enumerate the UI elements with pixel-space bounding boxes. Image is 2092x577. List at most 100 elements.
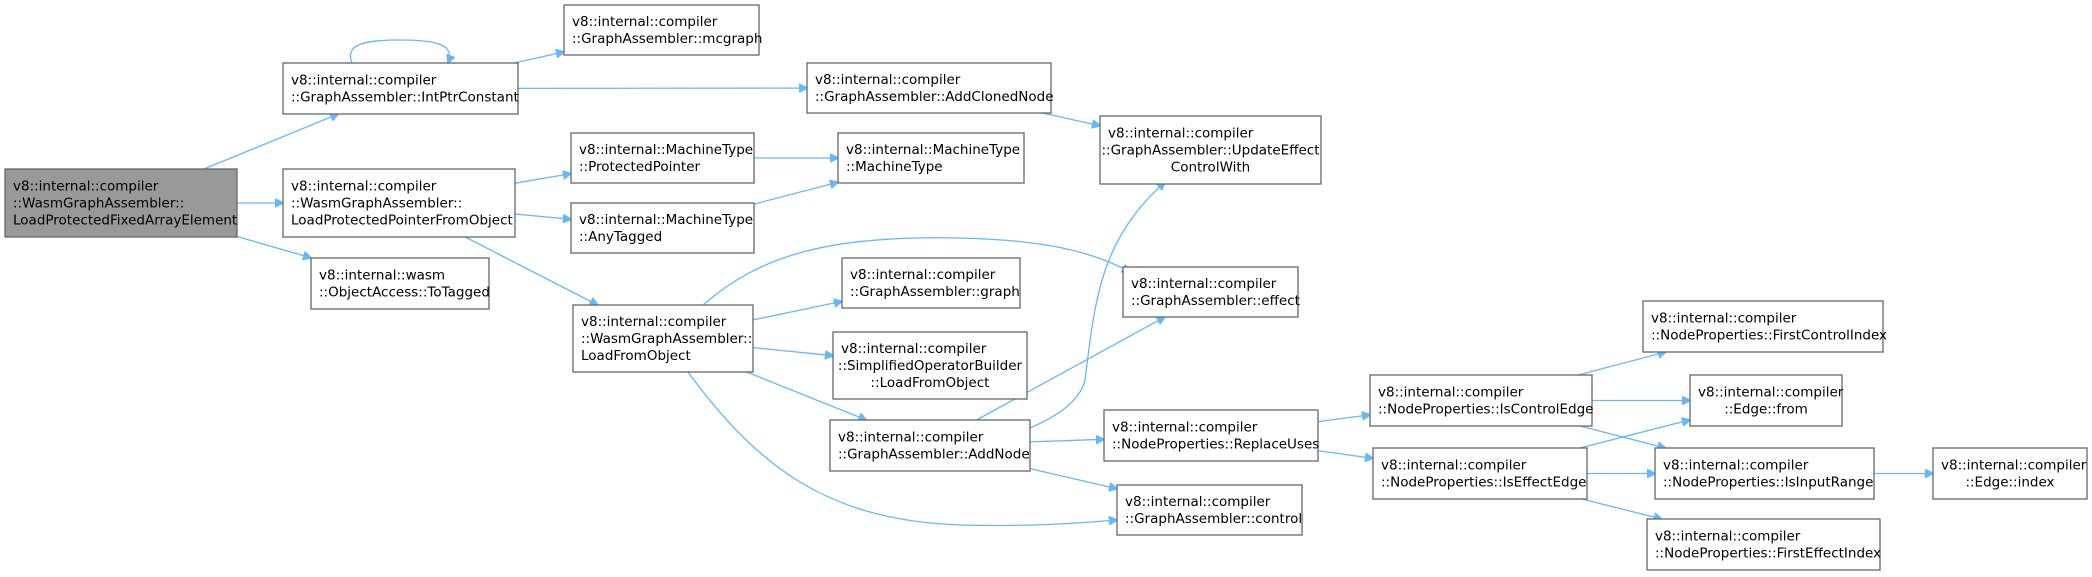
node-label-line: v8::internal::compiler: [1108, 126, 1254, 142]
node-box: [1372, 447, 1588, 500]
node-box: [1646, 518, 1881, 571]
node-label-line: ::NodeProperties::FirstControlIndex: [1651, 328, 1887, 344]
edge-lppfo-to-loadfromobj: [464, 236, 598, 305]
node-box: [1642, 300, 1884, 353]
node-label-line: v8::internal::MachineType: [579, 212, 753, 228]
node-box: [4, 168, 238, 238]
edge-loadfromobj-to-addnode: [746, 371, 867, 420]
node-box: [832, 331, 1028, 400]
edge-addnode-to-replaceuses: [1029, 439, 1104, 442]
node-label-line: LoadProtectedFixedArrayElement: [13, 213, 237, 229]
node-box: [841, 257, 1021, 309]
node-loadfromobj[interactable]: v8::internal::compiler::WasmGraphAssembl…: [572, 304, 754, 373]
node-label-line: v8::internal::compiler: [1655, 529, 1801, 545]
node-label-line: v8::internal::compiler: [841, 341, 987, 357]
node-addnode[interactable]: v8::internal::compiler::GraphAssembler::…: [829, 419, 1031, 472]
node-label-line: ::ProtectedPointer: [579, 159, 701, 175]
node-label-line: ::GraphAssembler::UpdateEffect: [1101, 143, 1319, 159]
node-box: [570, 132, 755, 184]
edge-addcloned-to-updeff: [1042, 112, 1101, 126]
edge-root-to-totagged: [236, 235, 311, 258]
node-box: [1689, 374, 1843, 427]
node-machtype[interactable]: v8::internal::MachineType::MachineType: [837, 132, 1025, 184]
node-box: [310, 257, 490, 310]
node-protptr[interactable]: v8::internal::MachineType::ProtectedPoin…: [570, 132, 755, 184]
node-addcloned[interactable]: v8::internal::compiler::GraphAssembler::…: [806, 62, 1054, 114]
node-control[interactable]: v8::internal::compiler::GraphAssembler::…: [1116, 484, 1303, 536]
edge-loadfromobj-to-effect: [702, 237, 1130, 306]
node-label-line: v8::internal::MachineType: [579, 142, 753, 158]
node-graph[interactable]: v8::internal::compiler::GraphAssembler::…: [841, 257, 1021, 309]
node-label-line: ::GraphAssembler::mcgraph: [572, 31, 762, 47]
node-label-line: ControlWith: [1171, 160, 1250, 176]
node-label-line: v8::internal::compiler: [572, 14, 718, 30]
node-label-line: ::NodeProperties::FirstEffectIndex: [1655, 546, 1881, 562]
node-effect[interactable]: v8::internal::compiler::GraphAssembler::…: [1122, 266, 1300, 318]
node-label-line: ::NodeProperties::IsControlEdge: [1378, 402, 1593, 418]
node-label-line: v8::internal::compiler: [13, 179, 159, 195]
node-box: [1932, 447, 2088, 500]
node-label-line: ::WasmGraphAssembler::: [291, 196, 462, 212]
edge-iseffectedge-to-edgefrom: [1579, 420, 1690, 449]
node-box: [563, 4, 760, 56]
node-label-line: ::Edge::index: [1965, 475, 2054, 491]
node-iscontroledge[interactable]: v8::internal::compiler::NodeProperties::…: [1369, 374, 1593, 427]
node-label-line: v8::internal::compiler: [1381, 458, 1527, 474]
node-label-line: v8::internal::compiler: [1131, 276, 1277, 292]
node-box: [282, 62, 519, 115]
node-label-line: ::Edge::from: [1724, 402, 1808, 418]
node-box: [1654, 447, 1875, 500]
node-label-line: v8::internal::compiler: [850, 267, 996, 283]
node-isinputrange[interactable]: v8::internal::compiler::NodeProperties::…: [1654, 447, 1875, 500]
edge-loadfromobj-to-control: [687, 371, 1117, 527]
node-label-line: v8::internal::compiler: [1941, 458, 2087, 474]
node-box: [282, 168, 516, 238]
node-sobloadfromobj[interactable]: v8::internal::compiler::SimplifiedOperat…: [832, 331, 1028, 400]
node-mcgraph[interactable]: v8::internal::compiler::GraphAssembler::…: [563, 4, 762, 56]
node-label-line: v8::internal::compiler: [838, 430, 984, 446]
edge-intptr-to-mcgraph: [514, 52, 564, 64]
node-label-line: ::WasmGraphAssembler::: [581, 331, 752, 347]
node-edgefrom[interactable]: v8::internal::compiler::Edge::from: [1689, 374, 1844, 427]
edge-addnode-to-effect: [976, 317, 1165, 421]
node-replaceuses[interactable]: v8::internal::compiler::NodeProperties::…: [1103, 409, 1319, 462]
node-label-line: v8::internal::compiler: [1112, 420, 1258, 436]
node-updeff[interactable]: v8::internal::compiler::GraphAssembler::…: [1099, 115, 1322, 185]
node-edgeindex[interactable]: v8::internal::compiler::Edge::index: [1932, 447, 2088, 500]
node-label-line: ::MachineType: [846, 159, 943, 175]
node-totagged[interactable]: v8::internal::wasm::ObjectAccess::ToTagg…: [310, 257, 490, 310]
node-firsteffectindex[interactable]: v8::internal::compiler::NodeProperties::…: [1646, 518, 1881, 571]
node-anytagged[interactable]: v8::internal::MachineType::AnyTagged: [570, 202, 755, 254]
edge-addnode-to-control: [1029, 467, 1117, 489]
node-box: [1369, 374, 1593, 427]
node-firstcontrolindex[interactable]: v8::internal::compiler::NodeProperties::…: [1642, 300, 1887, 353]
node-box: [1099, 115, 1322, 185]
edge-lppfo-to-anytagged: [514, 213, 571, 219]
node-intptr[interactable]: v8::internal::compiler::GraphAssembler::…: [282, 62, 519, 115]
node-label-line: ::NodeProperties::IsInputRange: [1663, 475, 1873, 491]
node-label-line: ::GraphAssembler::IntPtrConstant: [291, 90, 519, 106]
node-label-line: v8::internal::compiler: [815, 72, 961, 88]
node-label-line: LoadFromObject: [581, 348, 691, 364]
node-label-line: ::GraphAssembler::control: [1125, 511, 1302, 527]
node-box: [570, 202, 755, 254]
edge-addnode-to-updeff: [1029, 182, 1165, 429]
node-label-line: v8::internal::compiler: [291, 179, 437, 195]
edge-lppfo-to-protptr: [514, 174, 571, 184]
node-iseffectedge[interactable]: v8::internal::compiler::NodeProperties::…: [1372, 447, 1588, 500]
node-label-line: v8::internal::wasm: [319, 268, 445, 284]
edge-anytagged-to-machtype: [753, 182, 838, 205]
node-label-line: ::GraphAssembler::effect: [1131, 293, 1300, 309]
edge-root-to-intptr: [203, 114, 338, 170]
node-label-line: ::LoadFromObject: [871, 375, 990, 391]
edge-loadfromobj-to-graph: [752, 301, 842, 321]
node-label-line: ::SimplifiedOperatorBuilder: [838, 358, 1023, 374]
node-label-line: ::AnyTagged: [579, 229, 662, 245]
node-lppfo[interactable]: v8::internal::compiler::WasmGraphAssembl…: [282, 168, 516, 238]
node-label-line: ::WasmGraphAssembler::: [13, 196, 184, 212]
node-label-line: v8::internal::compiler: [1378, 385, 1524, 401]
node-root[interactable]: v8::internal::compiler::WasmGraphAssembl…: [4, 168, 238, 238]
node-box: [829, 419, 1031, 472]
node-label-line: v8::internal::compiler: [581, 314, 727, 330]
edge-iseffectedge-to-firsteffectindex: [1581, 498, 1662, 519]
